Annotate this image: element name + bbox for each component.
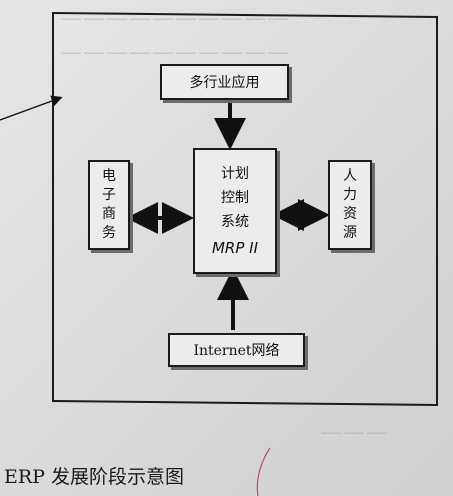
mrp2-line-3: 系统 [221, 214, 249, 230]
show-through-text: ——— [320, 420, 389, 445]
internet-label: Internet网络 [193, 343, 280, 359]
mrp2-line-2: 控制 [221, 190, 249, 206]
hr-char-1: 人 [343, 168, 357, 184]
human-resources-box: 人 力 资 源 [328, 160, 372, 250]
ecommerce-char-2: 子 [102, 187, 116, 203]
mrp2-label: MRP II [211, 239, 259, 257]
ecommerce-char-4: 务 [102, 225, 116, 241]
mrp2-line-1: 计划 [221, 166, 249, 182]
ecommerce-box: 电 子 商 务 [88, 160, 130, 250]
hr-char-3: 资 [343, 206, 357, 222]
pen-mark [256, 447, 271, 496]
hr-char-4: 源 [343, 225, 357, 241]
show-through-text: —————————— [60, 6, 290, 31]
multi-industry-label: 多行业应用 [189, 75, 260, 91]
pointer-arrow [0, 95, 63, 121]
internet-box: Internet网络 [168, 333, 305, 367]
multi-industry-box: 多行业应用 [160, 64, 289, 100]
ecommerce-char-1: 电 [102, 168, 116, 184]
show-through-text: —————————— [60, 40, 290, 65]
hr-char-2: 力 [343, 187, 357, 203]
mrp2-box: 计划 控制 系统 MRP II [193, 148, 277, 274]
ecommerce-char-3: 商 [102, 206, 116, 222]
figure-caption: ERP 发展阶段示意图 [4, 466, 184, 488]
